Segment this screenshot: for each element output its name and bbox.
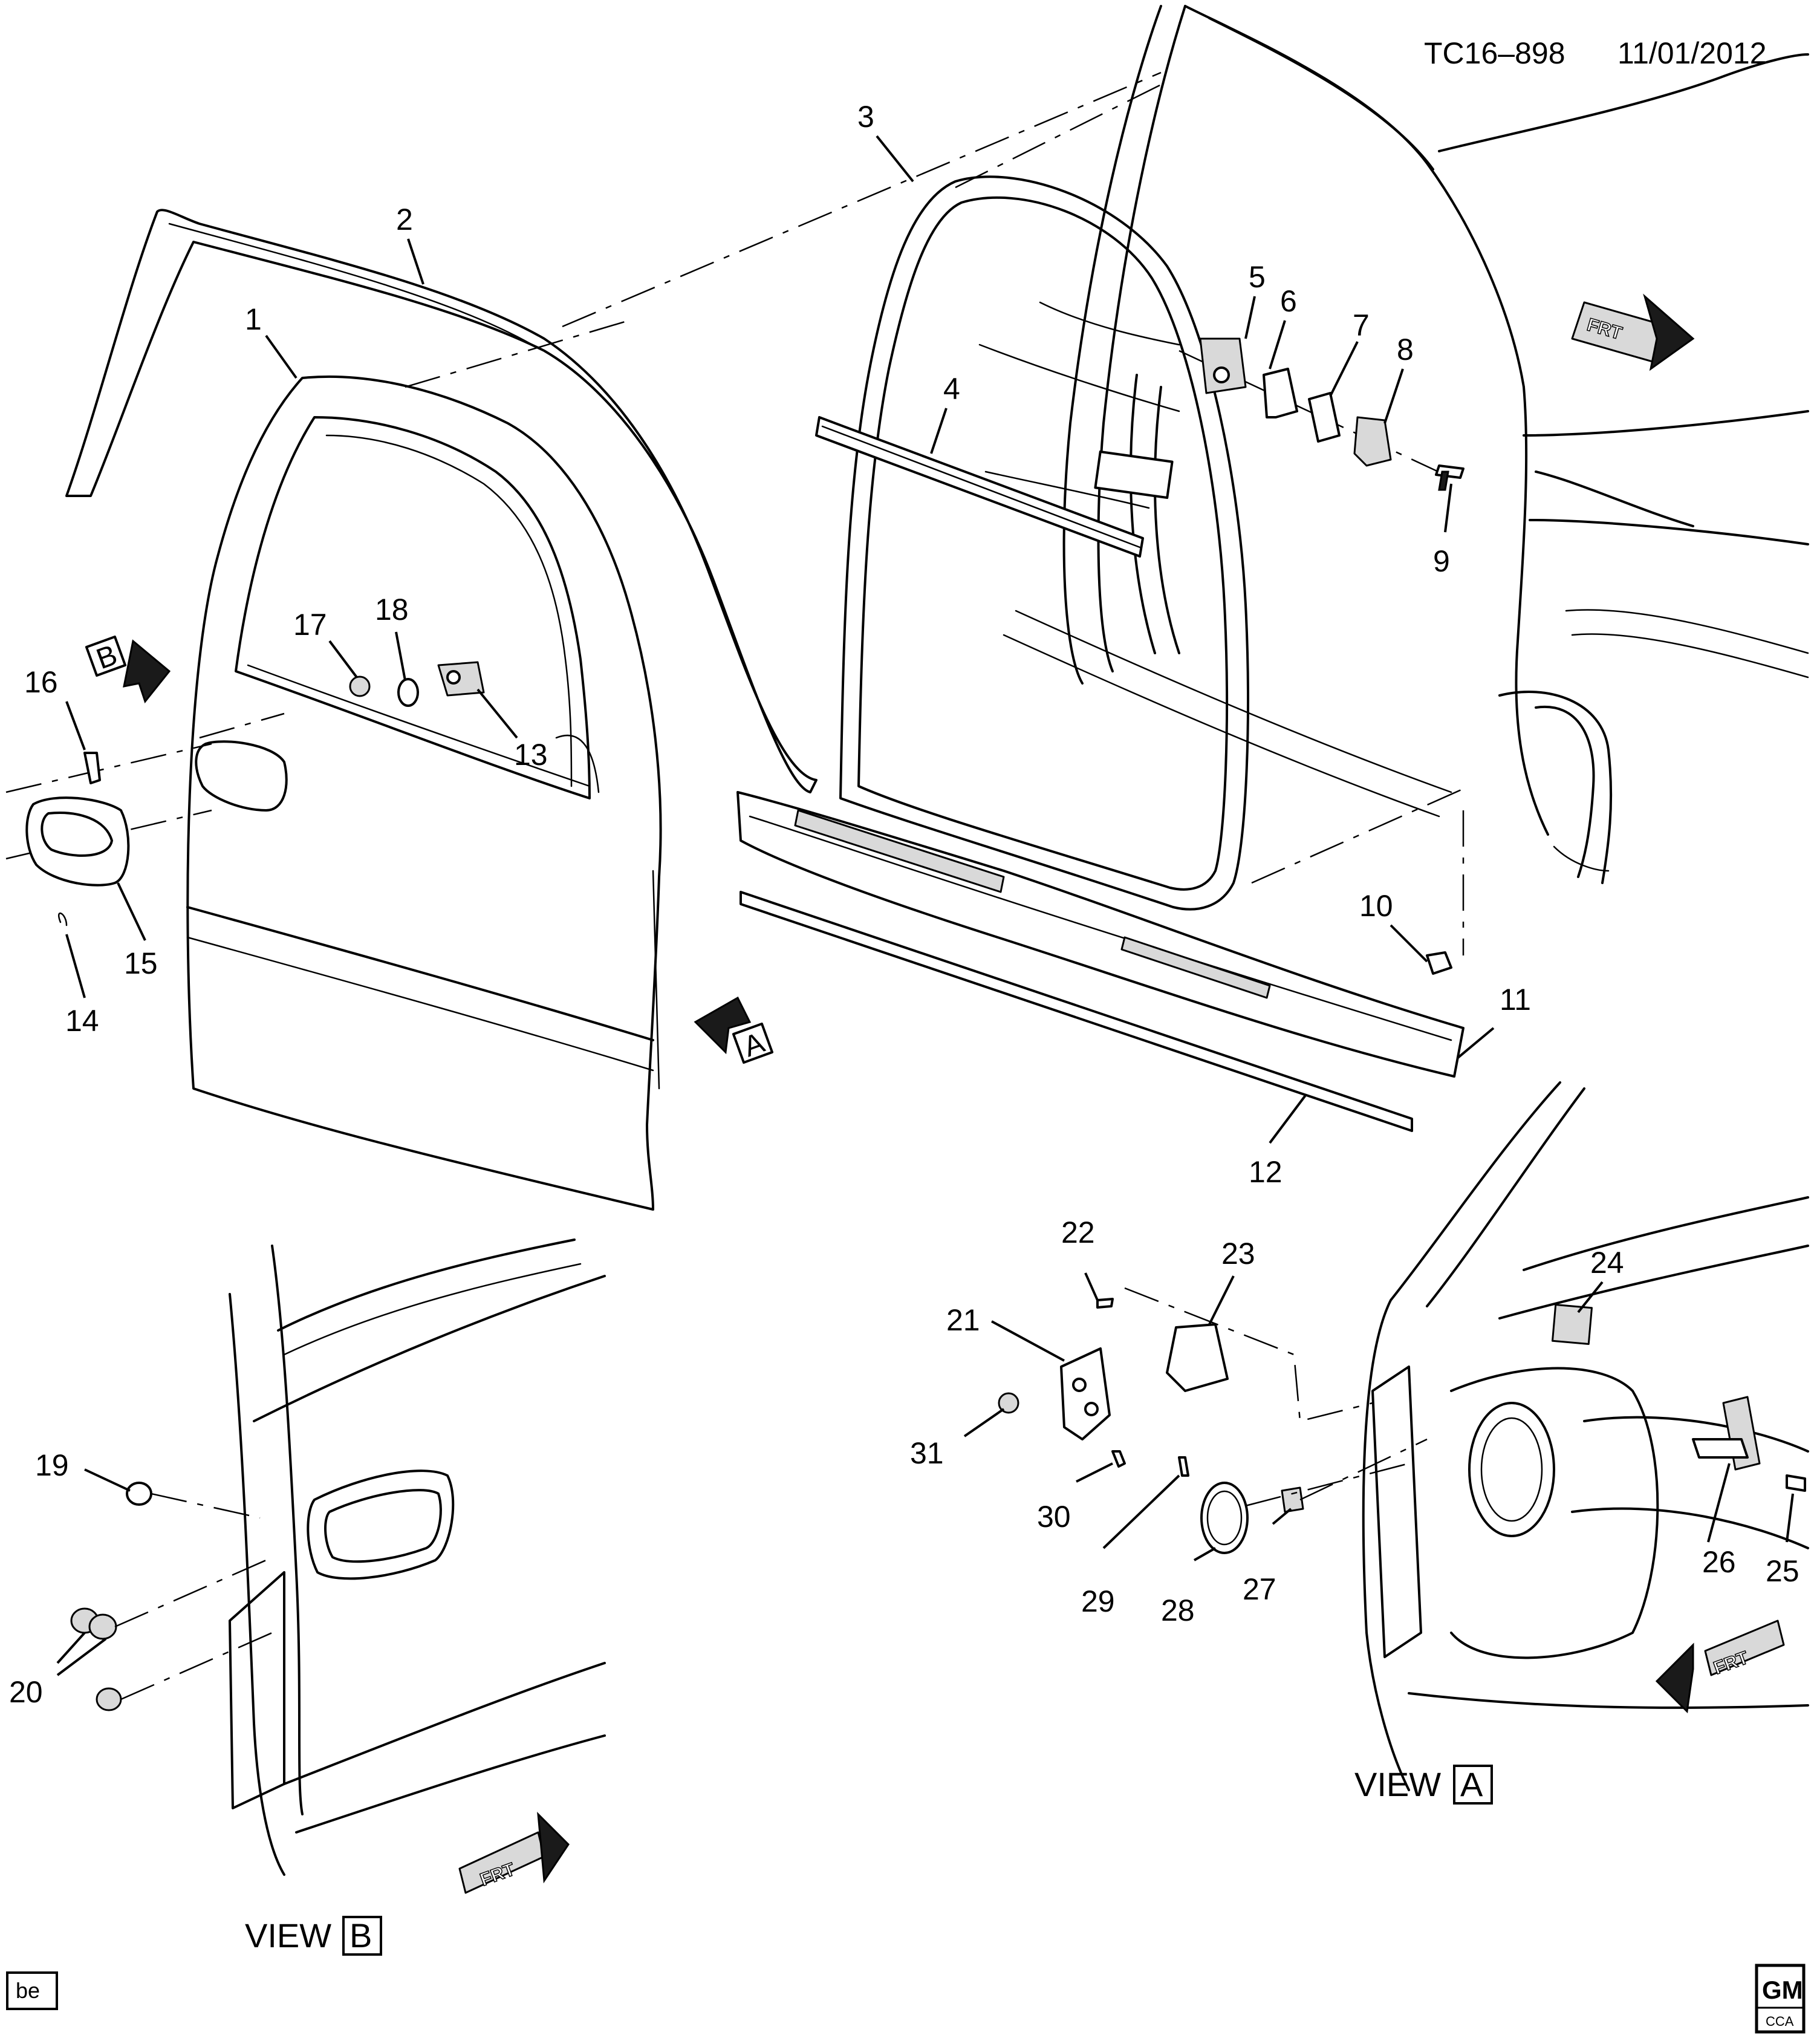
callout-4: 4	[943, 372, 960, 406]
view-a-arrow-icon: A	[694, 996, 774, 1064]
callout-2: 2	[396, 203, 413, 236]
callout-leaders	[56, 135, 1794, 1676]
callout-13: 13	[514, 738, 548, 772]
callout-5: 5	[1249, 260, 1266, 294]
door-weatherstrip	[839, 175, 1249, 911]
view-b-word: VIEW	[245, 1916, 331, 1954]
callout-30: 30	[1037, 1500, 1071, 1534]
callout-19: 19	[35, 1448, 69, 1482]
callout-1: 1	[245, 302, 262, 336]
view-b-arrow-icon: B	[85, 635, 171, 704]
diagram-date: 11/01/2012	[1617, 36, 1767, 70]
callout-6: 6	[1280, 284, 1297, 318]
view-a-word: VIEW	[1354, 1765, 1441, 1803]
cab-body-outline	[978, 5, 1809, 884]
callout-8: 8	[1397, 333, 1414, 366]
callout-12: 12	[1249, 1155, 1282, 1189]
door-frame-molding	[65, 209, 818, 793]
callout-25: 25	[1766, 1554, 1799, 1588]
window-hardware	[349, 661, 485, 707]
gm-logo-bottom: CCA	[1766, 2014, 1794, 2029]
frt-arrow-icon: FRT	[1571, 293, 1695, 371]
callout-28: 28	[1161, 1593, 1195, 1627]
view-b-label: VIEW B	[245, 1916, 382, 1956]
callout-15: 15	[124, 946, 158, 980]
footer-tag: be	[6, 1971, 58, 2010]
rocker-lower-molding	[740, 891, 1413, 1132]
window-belt-weatherstrip	[815, 416, 1144, 558]
callout-11: 11	[1500, 983, 1531, 1017]
footer-tag-text: be	[16, 1978, 40, 2003]
view-b-letter: B	[349, 1916, 372, 1954]
callout-24: 24	[1590, 1246, 1624, 1280]
frt-arrow-view-b-icon: FRT	[458, 1812, 570, 1894]
door-lock-striker	[998, 1287, 1428, 1554]
gm-logo-top: GM	[1762, 1976, 1803, 2004]
callout-26: 26	[1702, 1545, 1736, 1579]
view-a-detail	[1362, 1081, 1809, 1791]
seal-clip	[1426, 951, 1452, 975]
callout-17: 17	[293, 608, 327, 642]
callout-29: 29	[1081, 1584, 1115, 1618]
callout-20: 20	[9, 1675, 43, 1709]
gm-logo: GM CCA	[1755, 1964, 1806, 2034]
callout-7: 7	[1353, 308, 1370, 342]
callout-23: 23	[1221, 1237, 1255, 1271]
callout-21: 21	[946, 1303, 980, 1337]
view-b-detail	[70, 1238, 606, 1876]
rocker-sill-molding	[736, 791, 1465, 1078]
callout-31: 31	[910, 1436, 944, 1470]
callout-numbers: 1 2 3 4 5 6 7 8 9 10 11 12 13 14 15 16 1…	[9, 100, 1799, 1709]
callout-27: 27	[1243, 1572, 1276, 1606]
view-a-label: VIEW A	[1354, 1765, 1493, 1805]
diagram-code: TC16–898	[1424, 36, 1565, 70]
callout-9: 9	[1433, 544, 1450, 578]
callout-10: 10	[1359, 889, 1393, 923]
callout-3: 3	[857, 100, 874, 134]
callout-18: 18	[375, 593, 409, 627]
outside-door-handle	[25, 752, 130, 926]
callout-22: 22	[1061, 1216, 1095, 1249]
door-outer-panel	[186, 375, 662, 1211]
frt-arrow-view-a-icon: FRT	[1655, 1619, 1785, 1714]
callout-16: 16	[24, 665, 58, 699]
door-check-hardware	[1199, 337, 1465, 491]
callout-14: 14	[65, 1004, 99, 1038]
view-a-letter: A	[1460, 1765, 1483, 1803]
